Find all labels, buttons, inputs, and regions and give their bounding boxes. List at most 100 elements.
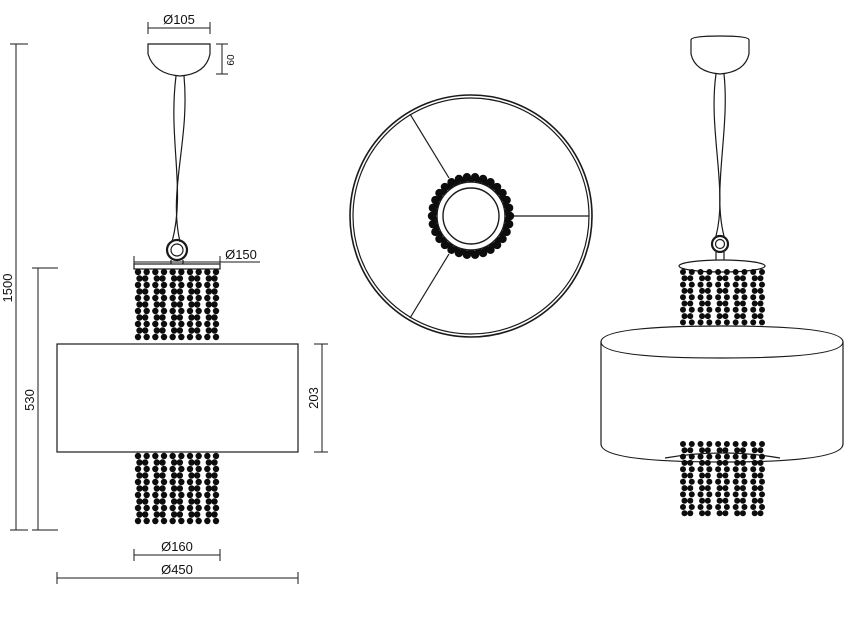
crystal-bead <box>160 294 168 302</box>
crystal-bead <box>152 281 159 289</box>
crystal-bead <box>195 320 202 328</box>
crystal-bead <box>153 327 161 334</box>
crystal-bead <box>757 287 764 294</box>
crystal-bead <box>722 287 729 294</box>
crystal-bead <box>739 459 746 466</box>
crystal-bead <box>751 510 758 517</box>
persp-crystal-strands-top <box>680 269 765 338</box>
crystal-bead <box>136 511 143 518</box>
crystal-bead <box>722 300 729 307</box>
crystal-bead <box>699 497 706 504</box>
crystal-bead <box>178 268 185 276</box>
crystal-bead <box>188 288 195 295</box>
crystal-bead <box>715 466 722 473</box>
crystal-bead <box>169 333 176 341</box>
crystal-bead <box>193 472 201 479</box>
crystal-bead <box>688 294 695 301</box>
crystal-bead <box>687 472 694 479</box>
crystal-bead <box>759 478 765 485</box>
crystal-bead <box>716 472 723 479</box>
crystal-bead <box>699 472 706 479</box>
crystal-bead <box>706 319 713 326</box>
crystal-bead <box>170 472 178 479</box>
crystal-bead <box>751 447 758 454</box>
crystal-bead <box>680 504 686 510</box>
crystal-bead <box>715 504 722 510</box>
crystal-bead <box>699 287 706 294</box>
crystal-bead <box>715 478 722 485</box>
crystal-bead <box>750 478 757 485</box>
dim-crystal-diameter: Ø150 <box>225 247 257 262</box>
crystal-bead <box>741 491 748 498</box>
crystal-bead <box>160 478 168 486</box>
crystal-bead <box>741 306 748 313</box>
crystal-bead <box>205 301 213 308</box>
crystal-bead <box>134 478 142 486</box>
crystal-bead <box>159 498 166 505</box>
crystal-bead <box>757 485 764 492</box>
crystal-bead <box>170 327 178 334</box>
crystal-bead <box>211 314 218 321</box>
crystal-bead <box>159 459 166 466</box>
crystal-bead <box>211 288 218 295</box>
crystal-bead <box>750 491 757 498</box>
crystal-bead <box>715 491 722 498</box>
crystal-bead <box>697 491 704 498</box>
crystal-bead <box>741 453 748 460</box>
crystal-bead <box>211 485 218 492</box>
crystal-bead <box>211 498 218 505</box>
crystal-bead <box>716 275 723 282</box>
crystal-bead <box>699 485 706 492</box>
crystal-bead <box>739 447 746 454</box>
crystal-bead <box>722 459 729 466</box>
crystal-bead <box>143 268 150 276</box>
crystal-bead <box>741 466 748 473</box>
crystal-bead <box>169 491 176 499</box>
crystal-bead <box>704 485 711 492</box>
crystal-bead <box>178 504 185 512</box>
crystal-bead <box>143 320 150 328</box>
crystal-bead <box>680 491 686 498</box>
crystal-bead <box>681 300 688 307</box>
crystal-bead <box>681 313 688 320</box>
crystal-bead <box>212 281 220 289</box>
crystal-bead <box>188 511 195 518</box>
crystal-bead <box>136 498 143 505</box>
crystal-bead <box>212 307 220 315</box>
crystal-bead <box>152 465 159 473</box>
crystal-bead <box>153 314 161 321</box>
crystal-bead <box>159 314 166 321</box>
crystal-bead <box>153 275 161 282</box>
crystal-bead <box>212 465 220 473</box>
crystal-bead <box>134 320 142 328</box>
crystal-bead <box>204 307 211 315</box>
crystal-bead <box>734 313 741 320</box>
crystal-bead <box>680 441 686 447</box>
crystal-bead <box>732 281 739 288</box>
crystal-bead <box>134 307 142 315</box>
crystal-bead <box>687 447 694 454</box>
crystal-bead <box>723 504 730 510</box>
crystal-bead <box>186 517 194 525</box>
crystal-bead <box>204 452 211 460</box>
crystal-bead <box>170 288 178 295</box>
crystal-bead <box>159 472 166 479</box>
crystal-bead <box>152 491 159 499</box>
top-view-hub-inner <box>442 187 500 245</box>
crystal-bead <box>687 313 694 320</box>
crystal-bead <box>715 319 722 326</box>
crystal-bead <box>193 288 201 295</box>
top-view <box>349 94 593 338</box>
crystal-bead <box>704 447 711 454</box>
crystal-bead <box>716 485 723 492</box>
crystal-bead <box>688 441 695 447</box>
crystal-bead <box>178 294 185 302</box>
crystal-bead <box>688 281 695 288</box>
persp-canopy <box>690 35 750 75</box>
crystal-bead <box>134 268 142 276</box>
crystal-bead <box>741 441 748 447</box>
crystal-bead <box>188 301 195 308</box>
persp-cable <box>713 73 721 237</box>
crystal-bead <box>186 294 194 302</box>
crystal-bead <box>160 307 168 315</box>
